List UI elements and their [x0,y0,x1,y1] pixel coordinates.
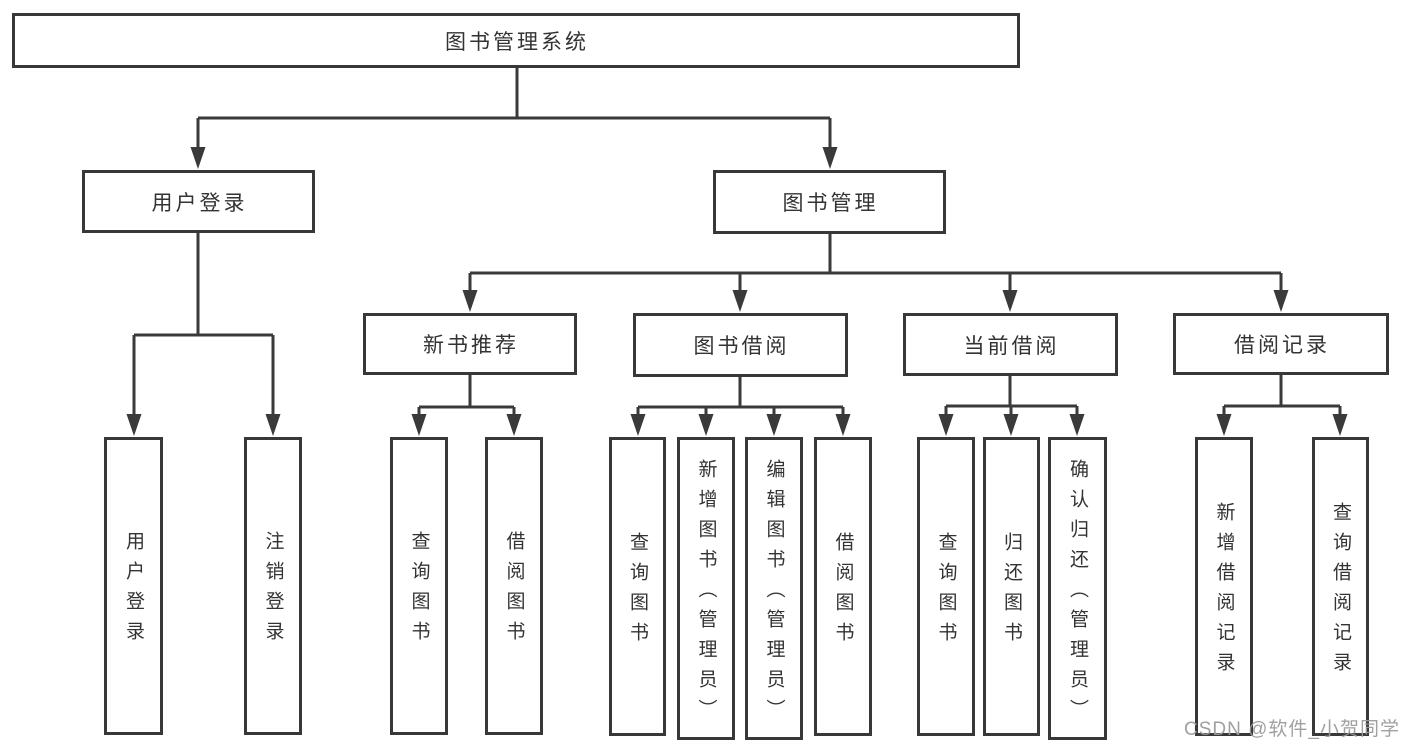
leaf-edit-books-admin: 编辑图书（管理员） [745,437,803,740]
node-label: 归还图书 [1001,531,1022,652]
node-label: 借阅图书 [832,531,854,652]
arrowhead [462,290,478,312]
leaf-confirm-return-admin: 确认归还（管理员） [1048,437,1107,740]
node-label: 查询图书 [408,531,430,651]
arrowhead [1332,414,1348,436]
node-label: 查询图书 [935,531,957,652]
arrowhead [1273,290,1289,312]
node-book-management: 图书管理 [713,170,946,234]
arrowhead [630,414,646,436]
node-label: 编辑图书（管理员） [763,458,785,729]
arrowhead [822,147,838,169]
leaf-query-books-recommend: 查询图书 [390,437,448,735]
leaf-query-books-current: 查询图书 [917,437,975,736]
node-new-book-recommend: 新书推荐 [363,313,577,375]
arrowhead [1003,414,1019,436]
arrowhead [698,414,714,436]
node-book-borrow: 图书借阅 [633,313,848,377]
node-label: 查询图书 [627,531,648,652]
connector-borrow-record-children [1216,374,1348,436]
connector-new-book-children [411,374,522,436]
node-label: 注销登录 [262,531,284,651]
leaf-query-borrow-record: 查询借阅记录 [1312,437,1369,736]
node-label: 借阅图书 [503,531,525,651]
arrowhead [411,414,427,436]
connector-book-mgmt-to-level3 [462,233,1289,312]
node-label: 查询借阅记录 [1330,501,1351,682]
leaf-query-books-borrow: 查询图书 [609,437,666,736]
connector-user-login-children [126,233,281,436]
node-label: 新增借阅记录 [1213,501,1235,682]
leaf-borrow-books: 借阅图书 [814,437,872,736]
arrowhead [126,414,142,436]
node-borrow-record: 借阅记录 [1173,313,1389,375]
leaf-add-borrow-record: 新增借阅记录 [1195,437,1253,736]
connector-book-borrow-children [630,374,851,436]
arrowhead [265,414,281,436]
node-label: 当前借阅 [963,334,1060,358]
node-label: 新书推荐 [423,334,519,357]
arrowhead [1069,414,1085,436]
leaf-user-login: 用户登录 [104,437,163,735]
node-label: 图书管理系统 [445,30,589,54]
arrowhead [1002,290,1018,312]
node-label: 确认归还（管理员） [1067,458,1088,729]
leaf-logout: 注销登录 [244,437,302,735]
arrowhead [732,290,748,312]
leaf-add-books-admin: 新增图书（管理员） [677,437,735,740]
node-label: 借阅记录 [1234,334,1330,357]
node-label: 新增图书（管理员） [695,458,717,729]
arrowhead [766,414,782,436]
node-user-login: 用户登录 [82,170,315,233]
node-label: 用户登录 [123,531,144,651]
arrowhead [835,414,851,436]
arrowhead [190,147,206,169]
node-label: 图书管理 [782,192,879,215]
connector-current-borrow-children [938,374,1085,436]
arrowhead [1216,414,1232,436]
node-root-system: 图书管理系统 [12,13,1020,68]
leaf-return-books: 归还图书 [983,437,1040,736]
node-label: 用户登录 [151,191,248,215]
arrowhead [938,414,954,436]
leaf-borrow-books-recommend: 借阅图书 [485,437,543,735]
arrowhead [506,414,522,436]
node-label: 图书借阅 [693,335,790,358]
connector-root-to-level2 [190,68,838,169]
csdn-watermark: CSDN @软件_小贺同学 [1184,719,1400,740]
node-current-borrow: 当前借阅 [903,313,1118,376]
